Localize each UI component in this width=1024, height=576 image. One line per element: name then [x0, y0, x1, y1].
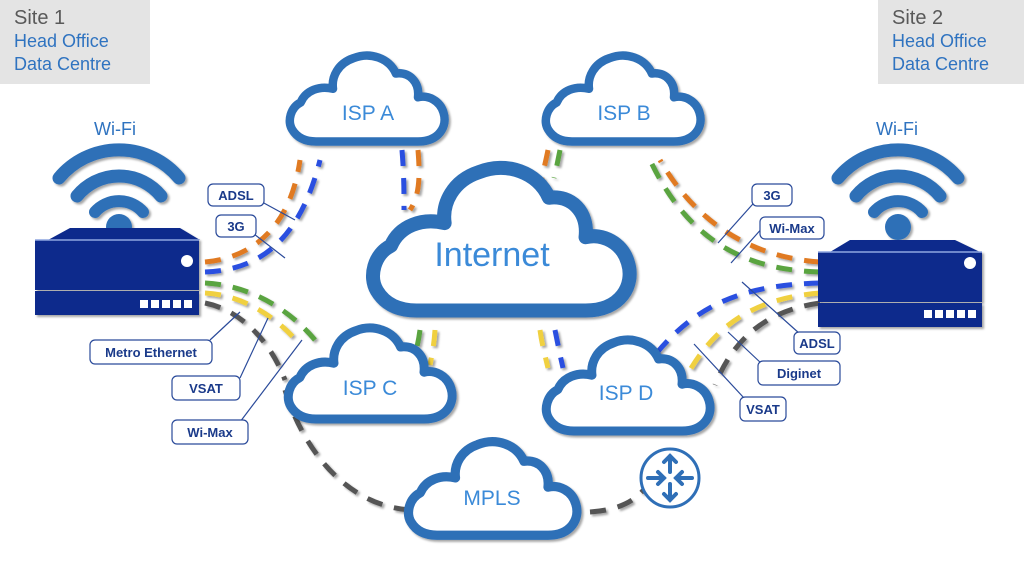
callout-adsl-left: ADSL	[207, 183, 296, 221]
link-metro-ethernet-left	[204, 300, 288, 381]
router-icon	[639, 447, 701, 509]
cloud-isp-d: ISP D	[546, 340, 710, 431]
site-1-label-box: Site 1 Head Office Data Centre	[0, 0, 150, 84]
svg-text:3G: 3G	[227, 219, 244, 234]
svg-text:ADSL: ADSL	[799, 336, 834, 351]
link-3g-right	[657, 158, 821, 265]
power-led-icon	[964, 257, 976, 269]
svg-text:Metro Ethernet: Metro Ethernet	[105, 345, 197, 360]
site-2-title: Site 2	[892, 7, 944, 29]
svg-text:Wi-Max: Wi-Max	[769, 221, 815, 236]
link-adsl-left	[204, 159, 303, 265]
link-adsl-right	[653, 280, 821, 357]
link-diginet-right	[712, 300, 821, 386]
site-2-wifi-label: Wi-Fi	[876, 119, 918, 139]
cloud-isp-c: ISP C	[288, 328, 452, 419]
cloud-isp-b: ISP B	[546, 56, 701, 142]
callout-3g-right: 3G	[717, 183, 793, 244]
link-3g-left-blue	[204, 159, 323, 275]
link-isp-d-internet-yellow	[537, 329, 551, 369]
cloud-isp-a-label: ISP A	[342, 102, 394, 125]
callout-3g-left: 3G	[215, 214, 286, 259]
port-indicators	[924, 310, 976, 318]
power-led-icon	[181, 255, 193, 267]
site-2-line1: Head Office	[892, 31, 987, 51]
cloud-mpls: MPLS	[409, 442, 577, 536]
link-mpls-left	[282, 389, 411, 513]
svg-text:Wi-Max: Wi-Max	[187, 425, 233, 440]
link-lines	[204, 149, 821, 515]
link-isp-a-internet-blue	[399, 149, 407, 211]
callouts-left: ADSL 3G Metro Ethernet VSAT Wi-Max	[89, 183, 303, 445]
cloud-isp-d-label: ISP D	[599, 382, 653, 405]
site-1-line1: Head Office	[14, 31, 109, 51]
callout-adsl-right: ADSL	[741, 281, 841, 355]
site-2-appliance	[818, 240, 982, 327]
callout-vsat-right: VSAT	[693, 343, 787, 422]
site-1-wifi-label: Wi-Fi	[94, 119, 136, 139]
site-2-wifi-icon	[831, 143, 965, 240]
link-isp-c-internet-yellow	[427, 329, 438, 366]
link-vsat-left	[204, 290, 302, 347]
svg-text:Diginet: Diginet	[777, 366, 822, 381]
site-2-line2: Data Centre	[892, 54, 990, 74]
callout-diginet-right: Diginet	[727, 331, 841, 386]
callout-vsat-left: VSAT	[171, 317, 269, 401]
callout-metro-ethernet: Metro Ethernet	[89, 311, 241, 365]
callout-wimax-left: Wi-Max	[171, 339, 303, 445]
link-isp-a-internet-orange	[407, 149, 422, 212]
cloud-isp-c-label: ISP C	[343, 377, 397, 400]
port-indicators	[140, 300, 192, 308]
link-isp-b-internet-green	[551, 149, 563, 179]
svg-text:ADSL: ADSL	[218, 188, 253, 203]
svg-text:VSAT: VSAT	[746, 402, 780, 417]
site-1-line2: Data Centre	[14, 54, 112, 74]
site-1-wifi-icon	[52, 143, 186, 240]
callouts-right: 3G Wi-Max ADSL Diginet VSAT	[693, 183, 841, 422]
svg-text:3G: 3G	[763, 188, 780, 203]
cloud-internet-label: Internet	[434, 236, 550, 274]
link-wimax-left	[204, 280, 317, 342]
site-1-title: Site 1	[14, 7, 66, 29]
cloud-isp-b-label: ISP B	[597, 102, 650, 125]
callout-wimax-right: Wi-Max	[730, 216, 825, 264]
cloud-mpls-label: MPLS	[463, 487, 520, 510]
svg-text:VSAT: VSAT	[189, 381, 223, 396]
link-wimax-right	[647, 158, 821, 275]
link-isp-d-internet-blue	[552, 329, 566, 369]
cloud-isp-a: ISP A	[290, 56, 445, 142]
site-2-label-box: Site 2 Head Office Data Centre	[878, 0, 1024, 84]
site-1-appliance	[35, 228, 200, 315]
cloud-internet: Internet	[373, 168, 630, 311]
